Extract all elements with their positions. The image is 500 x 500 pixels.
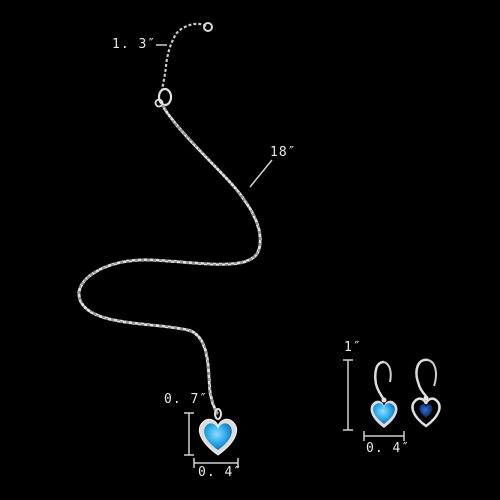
chain-length-leader	[249, 159, 273, 188]
extender-end-ring	[203, 22, 213, 32]
pendant-width-label: 0. 4″	[198, 465, 243, 480]
clasp-jump-ring	[154, 98, 164, 108]
pendant-width-dimension	[193, 458, 239, 468]
pendant-height-label: 0. 7″	[164, 392, 209, 407]
earring-height-dimension	[343, 359, 353, 431]
earring-width-dimension	[363, 431, 405, 441]
pendant-height-dimension	[184, 412, 194, 456]
earring-left	[370, 360, 398, 428]
earring-right-stone	[419, 404, 433, 418]
extender-chain	[160, 22, 207, 91]
pendant-bail	[214, 408, 222, 420]
earring-width-label: 0. 4″	[366, 441, 411, 456]
extender-length-label: 1. 3″	[112, 37, 157, 52]
lobster-clasp	[157, 87, 173, 107]
necklace-chain	[77, 103, 262, 416]
chain-length-label: 18″	[270, 145, 297, 160]
earring-left-stone	[373, 403, 395, 424]
earring-height-label: 1″	[344, 340, 362, 355]
earring-right	[411, 358, 441, 428]
pendant-heart-stone	[204, 423, 232, 450]
